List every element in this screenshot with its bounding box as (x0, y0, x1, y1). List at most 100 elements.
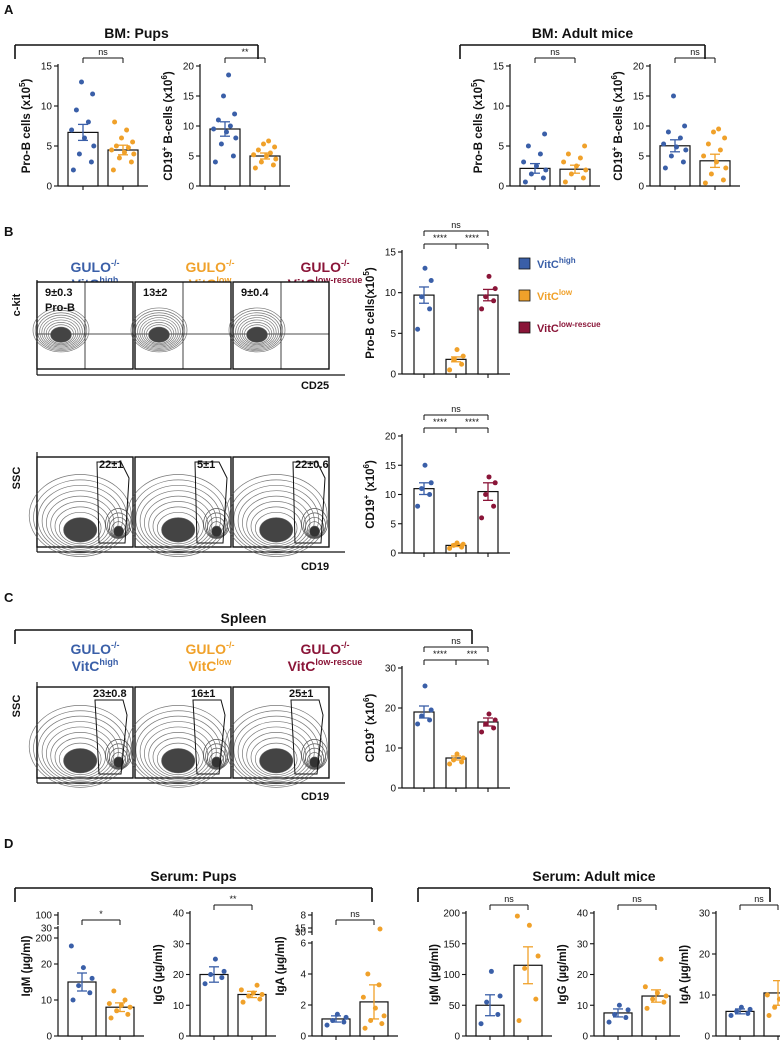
chart-D1-point-low (127, 1004, 133, 1010)
chart-A2-point-low (266, 138, 272, 144)
chart-A4-ytick-label: 20 (633, 62, 645, 73)
chart-B2-point-low (454, 540, 460, 546)
panel-c-contour-2-contour (237, 721, 315, 783)
panel-c-header-high-vitc-sup: high (99, 657, 118, 667)
chart-B2-point-rescue (491, 503, 497, 509)
chart-A2-point-low (270, 162, 276, 168)
chart-C1-sig-label: ns (451, 636, 461, 646)
chart-D6-ylabel: IgA (µg/ml) (679, 945, 691, 1004)
panel-b-header-rescue-gulo-sup: -/- (341, 258, 350, 268)
chart-B2-point-high (428, 480, 434, 486)
chart-D4-point-low (522, 965, 528, 971)
panel-b-bottom-contour-2-contour (254, 511, 298, 545)
panel-b-top-contour-1-contour (143, 321, 175, 346)
chart-D5-ytick-label: 30 (577, 939, 589, 950)
chart-A3-point-low (565, 151, 571, 157)
panel-b-top-contour-1-contour (137, 314, 181, 349)
chart-B2-ytick-label: 15 (385, 461, 397, 472)
panel-b-top-yaxis-label: c-kit (11, 293, 23, 316)
panel-b-bottom-gate-1 (194, 461, 228, 544)
chart-A4-point-low (711, 129, 716, 135)
legend-label-text: VitC (537, 259, 559, 271)
chart-A1-ylabel-tail: ) (21, 79, 33, 83)
chart-B2-bar-high (413, 488, 435, 554)
chart-A4-point-high (680, 159, 686, 165)
panel-b-bottom-gate-0 (96, 461, 130, 544)
chart-D2-point-high (219, 975, 225, 981)
chart-A2-point-low (251, 152, 257, 158)
panel-c-contour-0-contour (58, 742, 102, 776)
chart-D6-point-high (745, 1010, 751, 1016)
chart-A1-ylabel-sup: 5 (18, 82, 27, 87)
panel-c-contour-1 (126, 704, 230, 788)
chart-D6-point-low (772, 1004, 778, 1010)
panel-b-top-contour-2-contour (244, 324, 270, 344)
panel-b-bottom-contour-0-contour (63, 517, 98, 543)
chart-A2-point-low (273, 156, 279, 162)
chart-C1-ylabel-main: CD19 (365, 733, 377, 762)
chart-A3-ylabel: Pro-B cells (x105) (470, 79, 485, 174)
panel-b-bottom-contour-2-contour (233, 484, 319, 554)
chart-D2-point-high (208, 972, 214, 977)
chart-A4-ylabel-main: CD19 (613, 151, 625, 180)
chart-A3-point-high (540, 175, 546, 181)
chart-A1-point-high (73, 107, 79, 113)
chart-D6-point-high (747, 1006, 753, 1012)
chart-D5-ytick-label: 20 (577, 970, 589, 981)
chart-D6-point-high (728, 1013, 734, 1018)
panel-letter-B: B (4, 224, 13, 239)
chart-D6-ylabel-main: IgA (µg/ml) (679, 945, 691, 1004)
chart-B1-point-high (428, 277, 434, 283)
panel-b-bottom-gate-value: 22±1 (99, 459, 123, 471)
chart-A2-point-high (212, 159, 218, 165)
chart-B2-ylabel-mid: (x10 (365, 469, 377, 495)
chart-D1-point-low (106, 1001, 112, 1007)
panel-b-top-contour-0-contour (37, 312, 85, 350)
chart-A1-sig-label: ns (98, 47, 108, 57)
chart-D4-point-low (516, 1018, 522, 1024)
panel-b-bottom-contour-2-contour (242, 495, 311, 550)
chart-A3-sig-label: ns (550, 47, 560, 57)
chart-D4-point-low (535, 953, 541, 959)
chart-A1-point-high (70, 167, 76, 173)
panel-c-contour-2-contour (224, 704, 328, 788)
panel-b-top-contour-0-contour (41, 317, 81, 348)
chart-A2-point-low (272, 144, 278, 150)
chart-D2-point-low (250, 990, 256, 996)
panel-b-bottom-contour-2-contour (250, 506, 302, 547)
chart-D3-point-low (372, 1005, 378, 1011)
legend-label-text: VitC (537, 323, 559, 335)
chart-D3-point-high (343, 1014, 349, 1020)
chart-D2-point-high (202, 981, 208, 987)
panel-b-top-contour-2-contour (237, 317, 277, 348)
chart-D3-point-low (365, 971, 371, 977)
panel-b-bottom-contour-1-contour (144, 495, 213, 550)
chart-B1-ytick-label: 10 (385, 288, 397, 299)
legend-label-rescue: VitClow-rescue (537, 320, 601, 335)
chart-D1-point-low (125, 1011, 131, 1017)
panel-c-header-low-vitc-text: VitC (189, 658, 217, 674)
chart-A1-ylabel: Pro-B cells (x105) (18, 79, 33, 174)
chart-A4-point-high (671, 93, 676, 99)
chart-D3-ytick-label: 15 (295, 924, 307, 935)
panel-c-contour-1-contour (161, 748, 196, 774)
chart-A2-ytick-label: 0 (188, 182, 194, 193)
chart-D4-point-high (478, 1021, 484, 1027)
chart-A1-point-low (124, 127, 130, 133)
chart-A2-point-high (211, 126, 217, 132)
chart-A4-ytick-label: 10 (633, 122, 645, 133)
chart-B1-point-high (427, 306, 433, 312)
chart-A1-point-low (125, 145, 131, 151)
chart-B2-point-high (415, 503, 421, 509)
chart-D4-point-low (526, 922, 532, 928)
panel-c-contour-2-contour (250, 737, 302, 777)
chart-D1-ylabel: IgM (µg/ml) (21, 935, 33, 996)
panel-c-contour-1-contour-right (209, 752, 224, 769)
chart-D6-ytick-label: 20 (699, 950, 711, 961)
chart-C1-point-rescue (492, 717, 498, 723)
chart-A1-ytick-label: 0 (46, 182, 52, 193)
chart-D5-sig-label: ns (632, 894, 642, 904)
chart-D3-point-low (376, 982, 382, 988)
panel-b-bottom-xaxis-label: CD19 (301, 561, 329, 573)
chart-D6-ytick-label: 30 (699, 909, 711, 920)
